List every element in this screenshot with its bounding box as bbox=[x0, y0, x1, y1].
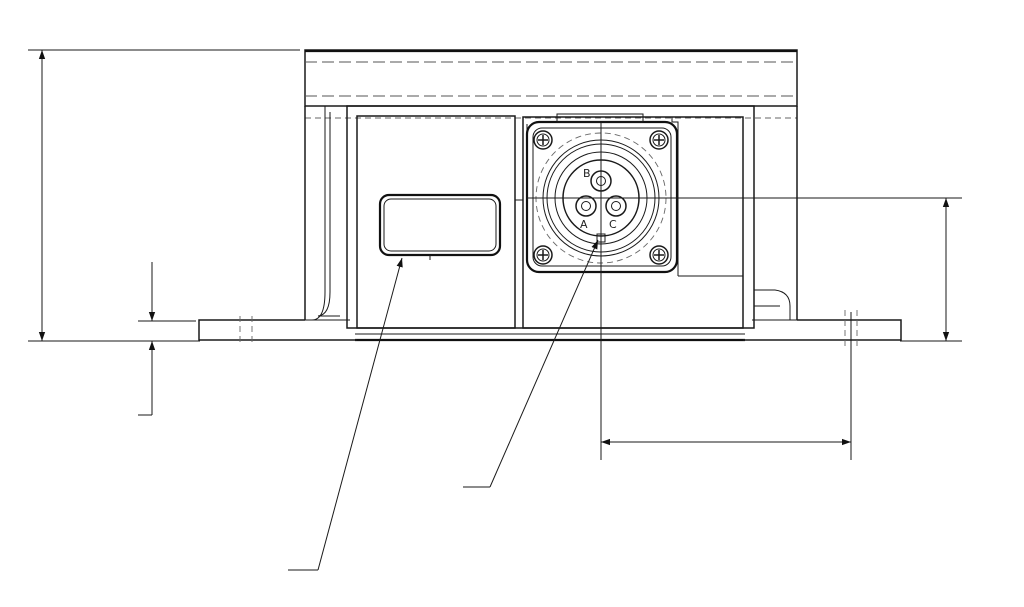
display-panel bbox=[356, 115, 516, 329]
center-lines bbox=[527, 122, 962, 460]
pin-label-a: A bbox=[580, 218, 588, 231]
screw-icon bbox=[649, 245, 669, 265]
screw-icon bbox=[649, 130, 669, 150]
connector-panel bbox=[515, 116, 744, 329]
pin-a bbox=[575, 195, 597, 217]
leader-connector-key bbox=[463, 239, 599, 488]
pin-label-c: C bbox=[609, 218, 617, 231]
dimension-flange-thickness bbox=[138, 262, 196, 416]
leader-display-panel bbox=[288, 257, 403, 571]
pin-c bbox=[605, 195, 627, 217]
screw-icon bbox=[533, 245, 553, 265]
connector-flange bbox=[525, 113, 679, 274]
screw-icon bbox=[533, 130, 553, 150]
dimension-connector-height bbox=[900, 198, 962, 342]
enclosure-body bbox=[304, 105, 798, 342]
dimension-overall-height bbox=[28, 49, 300, 342]
mounting-flange bbox=[198, 310, 902, 346]
enclosure-lid bbox=[304, 49, 798, 119]
pin-label-b: B bbox=[583, 167, 591, 180]
